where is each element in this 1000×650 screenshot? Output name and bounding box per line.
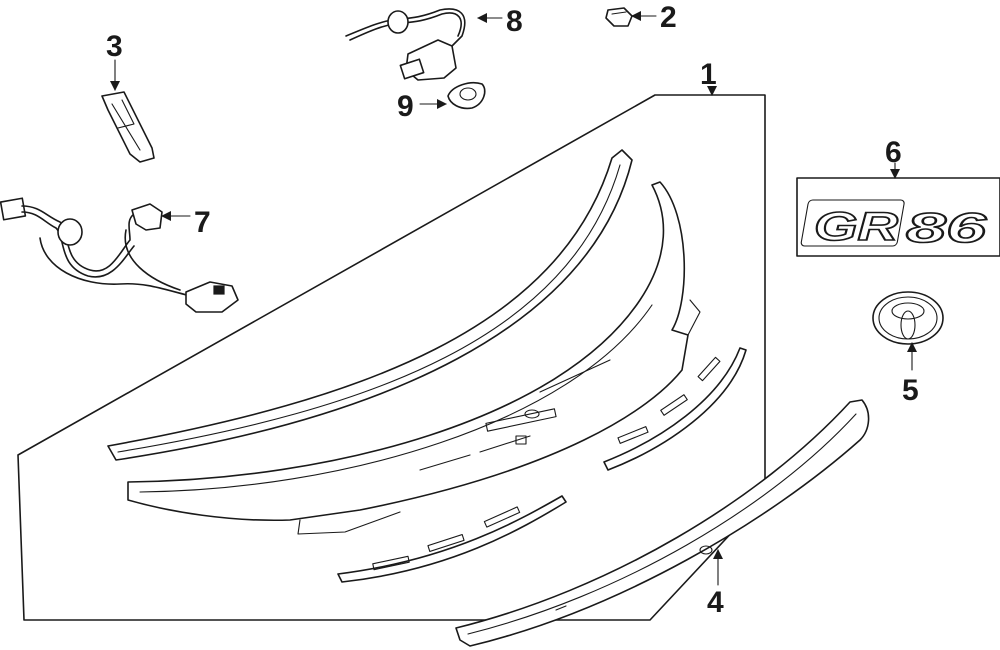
garnish-strip xyxy=(455,399,870,647)
callout-4: 4 xyxy=(707,586,724,619)
callout-6: 6 xyxy=(885,136,902,169)
harness-lower xyxy=(0,197,239,313)
emblem-gr-text: GR xyxy=(814,205,898,249)
callout-8: 8 xyxy=(506,5,523,38)
spoiler-main-body xyxy=(127,181,701,535)
spoiler-upper-strip xyxy=(107,149,633,461)
lower-molding xyxy=(337,347,747,583)
clip-part xyxy=(605,7,633,27)
callout-3: 3 xyxy=(106,30,123,63)
callout-1: 1 xyxy=(700,58,717,91)
bracket-part xyxy=(101,91,155,163)
gr86-emblem: GR 86 xyxy=(796,177,1000,257)
grommet-part xyxy=(447,81,486,110)
emblem-86-text: 86 xyxy=(906,204,987,251)
leader-arrows xyxy=(110,11,917,586)
callout-7: 7 xyxy=(194,206,211,239)
callout-labels: 1 2 3 4 5 6 7 8 9 xyxy=(106,1,919,619)
harness-upper xyxy=(345,8,466,81)
toyota-logo xyxy=(872,291,944,345)
callout-9: 9 xyxy=(397,90,414,123)
callout-2: 2 xyxy=(660,1,677,34)
callout-5: 5 xyxy=(902,374,919,407)
